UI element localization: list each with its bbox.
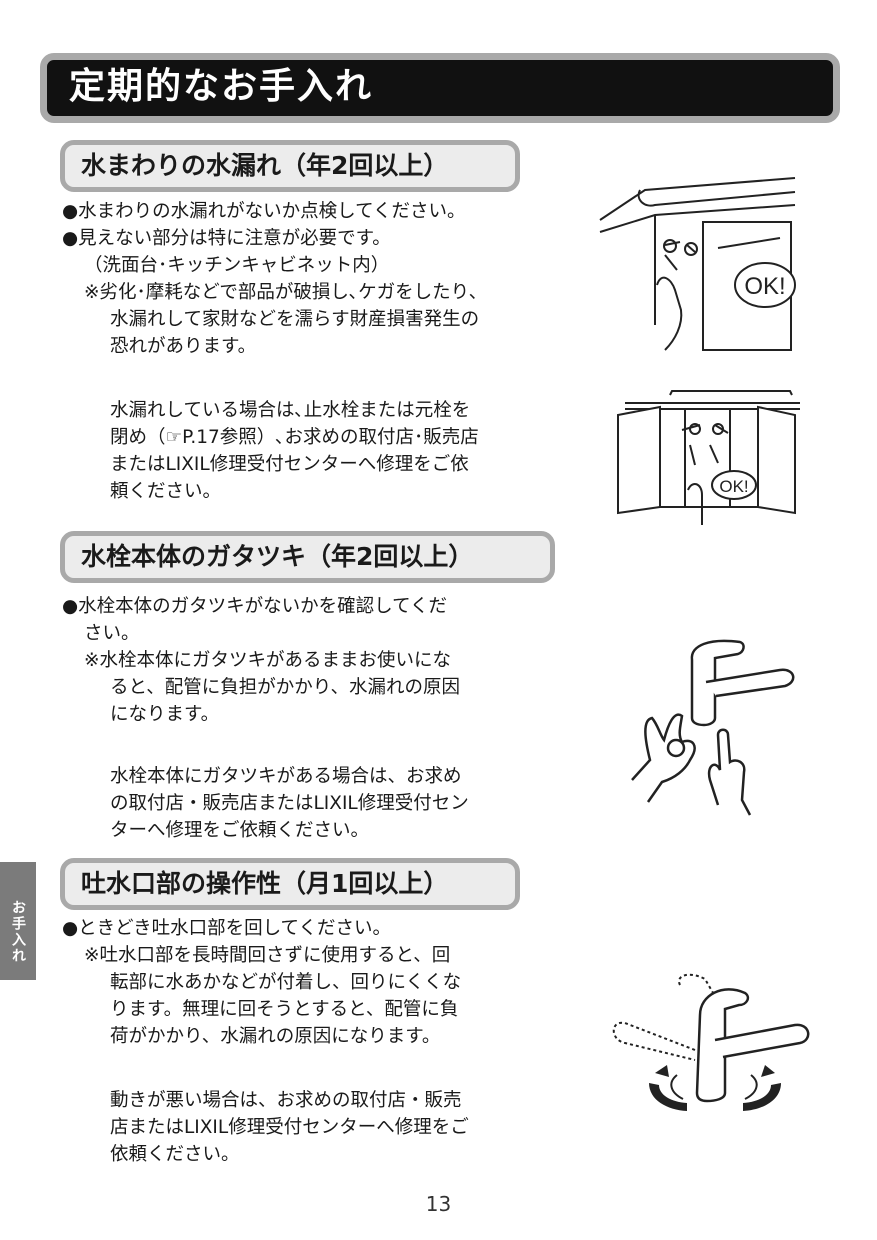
text-line: 転部に水あかなどが付着し、回りにくくな	[110, 972, 462, 993]
kitchen-cabinet-illustration: OK!	[617, 390, 800, 525]
text-line: 荷がかかり、水漏れの原因になります。	[110, 1026, 441, 1047]
text-line: ※劣化･摩耗などで部品が破損し､ケガをしたり､	[84, 282, 479, 303]
section-body-leak: ●水まわりの水漏れがないか点検してください。 ●見えない部分は特に注意が必要です…	[62, 198, 479, 505]
section-body-wobble: ●水栓本体のガタツキがないかを確認してくだ さい。 ※水栓本体にガタツキがあるま…	[62, 593, 469, 844]
section-body-spout: ●ときどき吐水口部を回してください。 ※吐水口部を長時間回さずに使用すると、回 …	[62, 915, 469, 1168]
text-line: ると、配管に負担がかかり、水漏れの原因	[110, 677, 461, 698]
text-line: 店またはLIXIL修理受付センターへ修理をご	[110, 1117, 469, 1138]
text-line: 水漏れして家財などを濡らす財産損害発生の	[110, 309, 480, 330]
text-line: 恐れがあります。	[110, 336, 257, 357]
text-line: ●水栓本体のガタツキがないかを確認してくだ	[62, 596, 448, 617]
text-line: ターへ修理をご依頼ください。	[110, 820, 370, 841]
faucet-wobble-illustration	[631, 639, 795, 816]
text-line: ※水栓本体にガタツキがあるままお使いにな	[84, 650, 452, 671]
text-line: 水漏れしている場合は､止水栓または元栓を	[110, 400, 471, 421]
section-heading-leak: 水まわりの水漏れ（年2回以上）	[60, 140, 520, 192]
text-line: ●見えない部分は特に注意が必要です。	[62, 228, 391, 249]
text-line: さい。	[84, 623, 140, 644]
text-line: ※吐水口部を長時間回さずに使用すると、回	[84, 945, 451, 966]
text-line: 水栓本体にガタツキがある場合は、お求め	[110, 766, 462, 787]
text-line: になります。	[110, 704, 220, 725]
text-line: の取付店・販売店またはLIXIL修理受付セン	[110, 793, 469, 814]
text-line: 頼ください。	[110, 481, 222, 502]
text-line: ります。無理に回そうとすると、配管に負	[110, 999, 459, 1020]
ok-label: OK!	[744, 273, 785, 300]
text-line: またはLIXIL修理受付センターへ修理をご依	[110, 454, 469, 475]
text-line: 閉め（☞P.17参照）､お求めの取付店･販売店	[110, 427, 479, 448]
text-line: （洗面台･キッチンキャビネット内）	[84, 255, 390, 276]
page-title: 定期的なお手入れ	[40, 53, 840, 123]
text-line: 動きが悪い場合は、お求めの取付店・販売	[110, 1090, 462, 1111]
section-heading-wobble: 水栓本体のガタツキ（年2回以上）	[60, 531, 555, 583]
text-line: ●ときどき吐水口部を回してください。	[62, 918, 391, 939]
page-number: 13	[425, 1192, 452, 1216]
text-line: ●水まわりの水漏れがないか点検してください。	[62, 201, 466, 222]
ok-label: OK!	[719, 477, 748, 496]
spout-rotation-illustration	[612, 973, 810, 1111]
vanity-cabinet-illustration: OK!	[599, 177, 796, 351]
section-heading-spout: 吐水口部の操作性（月1回以上）	[60, 858, 520, 910]
side-tab-maintenance: お手入れ	[0, 862, 36, 980]
text-line: 依頼ください。	[110, 1144, 240, 1165]
